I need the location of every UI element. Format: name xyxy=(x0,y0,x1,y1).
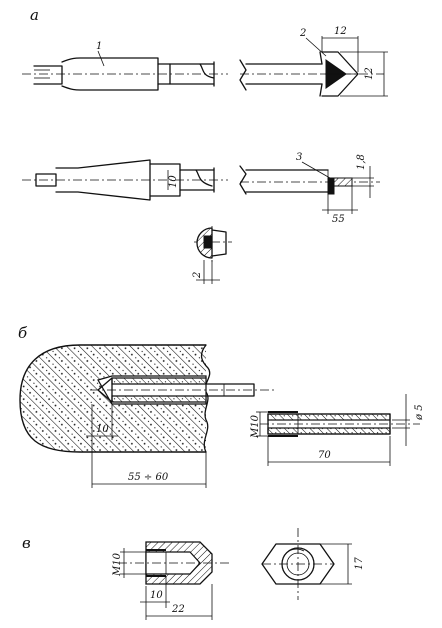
dim-10-v: 10 xyxy=(150,590,163,601)
dim-12-top: 12 xyxy=(334,26,347,37)
concrete-block: 10 55 ÷ 60 xyxy=(19,344,276,488)
dim-10-shank: 10 xyxy=(168,175,179,188)
dim-22: 22 xyxy=(171,604,185,615)
drill-straight-shank: 10 xyxy=(22,159,228,201)
dim-55: 55 xyxy=(332,214,345,225)
threaded-tube: ø 5 М10 70 xyxy=(250,394,425,466)
dim-10-b: 10 xyxy=(96,424,109,435)
hex-nut-view: 17 xyxy=(261,528,365,600)
drill-tapered-shank: 1 xyxy=(22,41,228,91)
section-a: а 1 xyxy=(22,6,388,284)
dim-2: 2 xyxy=(192,272,203,279)
section-b-label: б xyxy=(18,324,28,342)
dim-70: 70 xyxy=(318,450,331,461)
part-1-label: 1 xyxy=(96,41,102,52)
nut-section: М10 10 22 xyxy=(112,541,230,620)
drill-tip-top: 12 12 2 xyxy=(239,26,388,97)
drill-tip-middle: 55 1,8 3 xyxy=(239,152,380,225)
dim-55-60: 55 ÷ 60 xyxy=(128,472,169,483)
dim-1-8: 1,8 xyxy=(356,154,367,170)
section-b: б 10 55 ÷ 60 xyxy=(18,324,425,488)
section-v: в М10 10 22 xyxy=(22,528,365,620)
part-2-label: 2 xyxy=(299,28,306,39)
section-v-label: в xyxy=(22,534,31,552)
dim-17: 17 xyxy=(354,557,365,570)
dim-m10-nut: М10 xyxy=(112,552,123,577)
drill-cross-section: 2 xyxy=(192,226,232,284)
dim-12-side: 12 xyxy=(364,67,375,80)
section-a-label: а xyxy=(30,6,39,24)
part-3-label: 3 xyxy=(296,152,302,163)
dim-d5: ø 5 xyxy=(414,404,425,421)
dim-m10-tube: М10 xyxy=(250,414,261,439)
